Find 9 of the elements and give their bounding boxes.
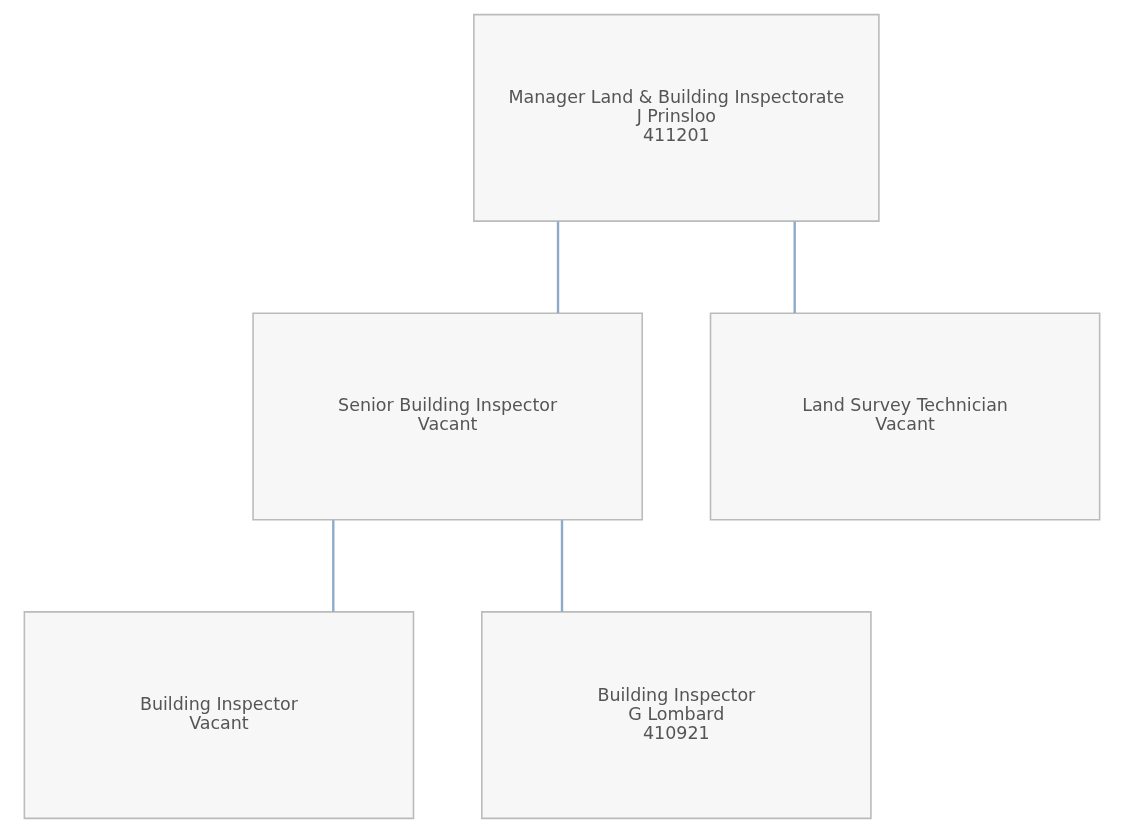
node-box: Manager Land & Building Inspectorate J Prinsloo 411201 <box>473 13 880 222</box>
node-box: Land Survey Technician Vacant <box>709 312 1101 521</box>
connector <box>332 520 335 612</box>
connector <box>793 221 796 314</box>
connector <box>560 520 564 612</box>
connector <box>556 221 560 314</box>
node-box: Building Inspector G Lombard 410921 <box>481 611 872 820</box>
node-box: Senior Building Inspector Vacant <box>252 312 643 521</box>
node-box: Building Inspector Vacant <box>23 611 415 820</box>
